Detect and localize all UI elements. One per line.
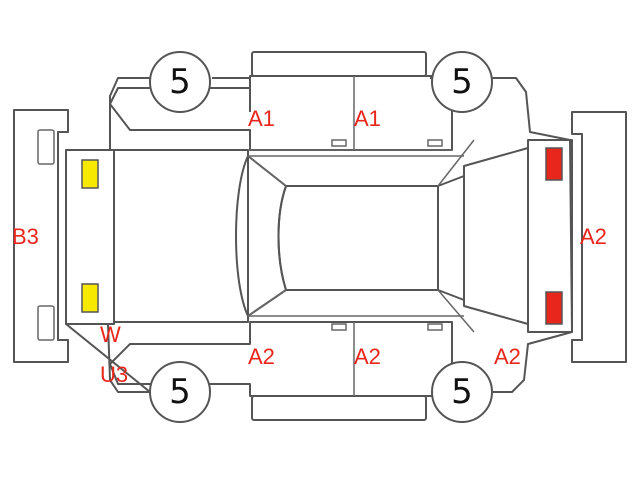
door-handle-top-right <box>427 139 443 147</box>
code-rear-windshield: W <box>100 322 121 347</box>
front-bumper <box>571 111 627 363</box>
wheel-front-left-number: 5 <box>451 62 473 102</box>
wheel-front-right <box>431 361 493 423</box>
wheel-rear-left-number: 5 <box>169 62 191 102</box>
roof-edge-bottom <box>251 395 427 421</box>
code-bottom-panel-left: A2 <box>248 344 275 369</box>
door-handle-top-left <box>331 139 347 147</box>
code-top-panel-left: A1 <box>248 106 275 131</box>
pillar-bottom-rear <box>247 289 287 317</box>
yellow-marker-top <box>81 159 99 189</box>
hood-crease-bottom <box>437 289 475 333</box>
rear-bumper-slot-bottom <box>37 305 55 341</box>
roof <box>277 185 439 291</box>
code-bottom-panel-right: A2 <box>354 344 381 369</box>
code-bottom-front: A2 <box>494 344 521 369</box>
code-front-bumper: A2 <box>580 224 607 249</box>
wheel-front-left <box>431 51 493 113</box>
roof-edge-top <box>251 51 427 77</box>
code-rear-bumper: B3 <box>12 224 39 249</box>
trunk-lid <box>113 149 249 323</box>
code-top-panel-right: A1 <box>354 106 381 131</box>
wheel-front-right-number: 5 <box>451 372 473 412</box>
hood <box>463 147 529 325</box>
door-handle-bottom-left <box>331 323 347 331</box>
red-marker-bottom <box>545 291 563 325</box>
wheel-rear-left <box>149 51 211 113</box>
code-rear-corner: U3 <box>100 362 128 387</box>
rear-bumper <box>13 109 69 363</box>
wheel-rear-right-number: 5 <box>169 372 191 412</box>
yellow-marker-bottom <box>81 283 99 313</box>
rear-bumper-slot-top <box>37 129 55 165</box>
pillar-top-rear <box>247 155 287 187</box>
front-grille <box>527 139 573 333</box>
hood-crease-top <box>437 139 475 187</box>
door-handle-bottom-right <box>427 323 443 331</box>
wheel-rear-right <box>149 361 211 423</box>
windshield <box>437 175 465 301</box>
red-marker-top <box>545 147 563 181</box>
